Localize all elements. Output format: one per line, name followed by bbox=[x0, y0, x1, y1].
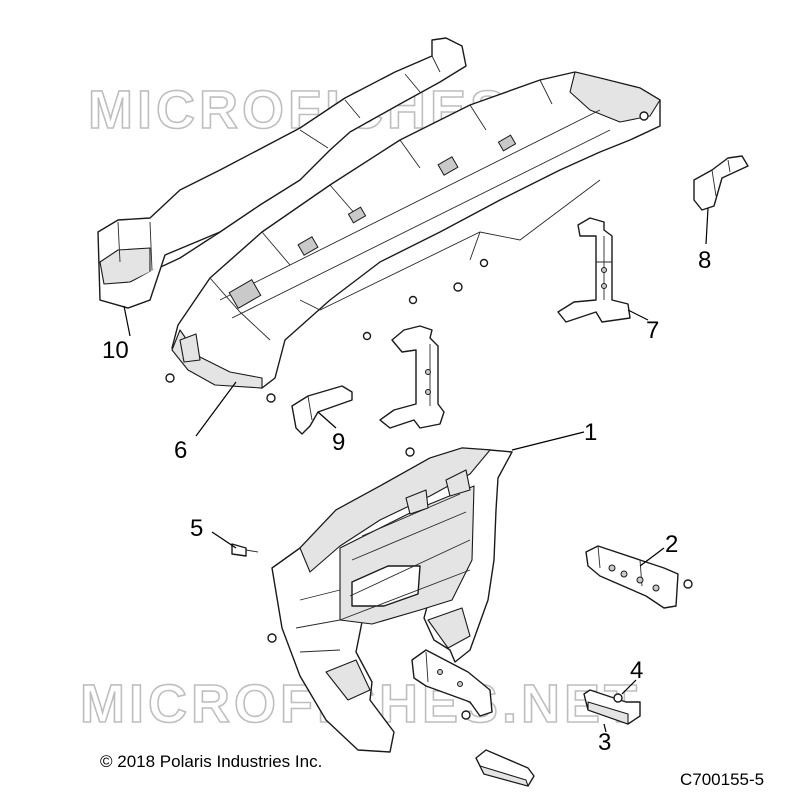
callout-5: 5 bbox=[190, 515, 203, 542]
callouts: 1 2 3 4 5 6 7 8 9 10 bbox=[102, 247, 711, 756]
part-8-bracket bbox=[693, 155, 749, 211]
callout-10: 10 bbox=[102, 337, 129, 364]
callout-6: 6 bbox=[174, 437, 187, 464]
part-6-center-cover bbox=[171, 71, 661, 389]
part-3-channel bbox=[583, 689, 641, 725]
part-4-bolt bbox=[613, 693, 623, 703]
callout-4: 4 bbox=[630, 657, 643, 684]
callout-2: 2 bbox=[665, 531, 678, 558]
part-2-bracket-plate bbox=[585, 545, 679, 609]
callout-7: 7 bbox=[646, 317, 659, 344]
callout-8: 8 bbox=[698, 247, 711, 274]
part-7-bracket bbox=[557, 217, 631, 323]
part-9-bracket bbox=[291, 385, 353, 435]
lower-bracket bbox=[411, 649, 493, 717]
part-10-side-trim bbox=[97, 37, 467, 309]
drawing-id: C700155-5 bbox=[680, 770, 765, 789]
leader-lines bbox=[123, 207, 709, 733]
part-1-rear-panel bbox=[271, 447, 513, 753]
callout-3: 3 bbox=[598, 729, 611, 756]
center-bracket bbox=[379, 325, 445, 429]
callout-1: 1 bbox=[584, 419, 597, 446]
copyright-text: © 2018 Polaris Industries Inc. bbox=[100, 752, 323, 771]
callout-9: 9 bbox=[332, 429, 345, 456]
part-5-screw bbox=[231, 543, 259, 557]
bottom-channel bbox=[475, 749, 535, 787]
